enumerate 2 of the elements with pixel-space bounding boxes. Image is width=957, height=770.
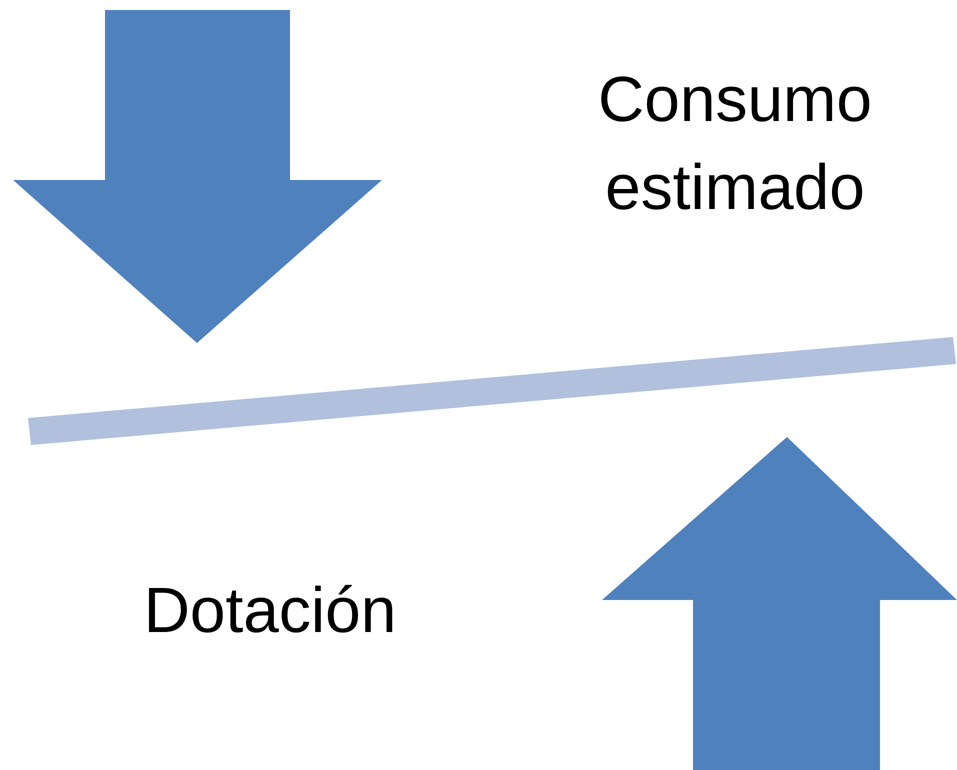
caption-text: Dotación	[142, 573, 398, 648]
caption-text: Consumo estimado	[597, 62, 873, 225]
